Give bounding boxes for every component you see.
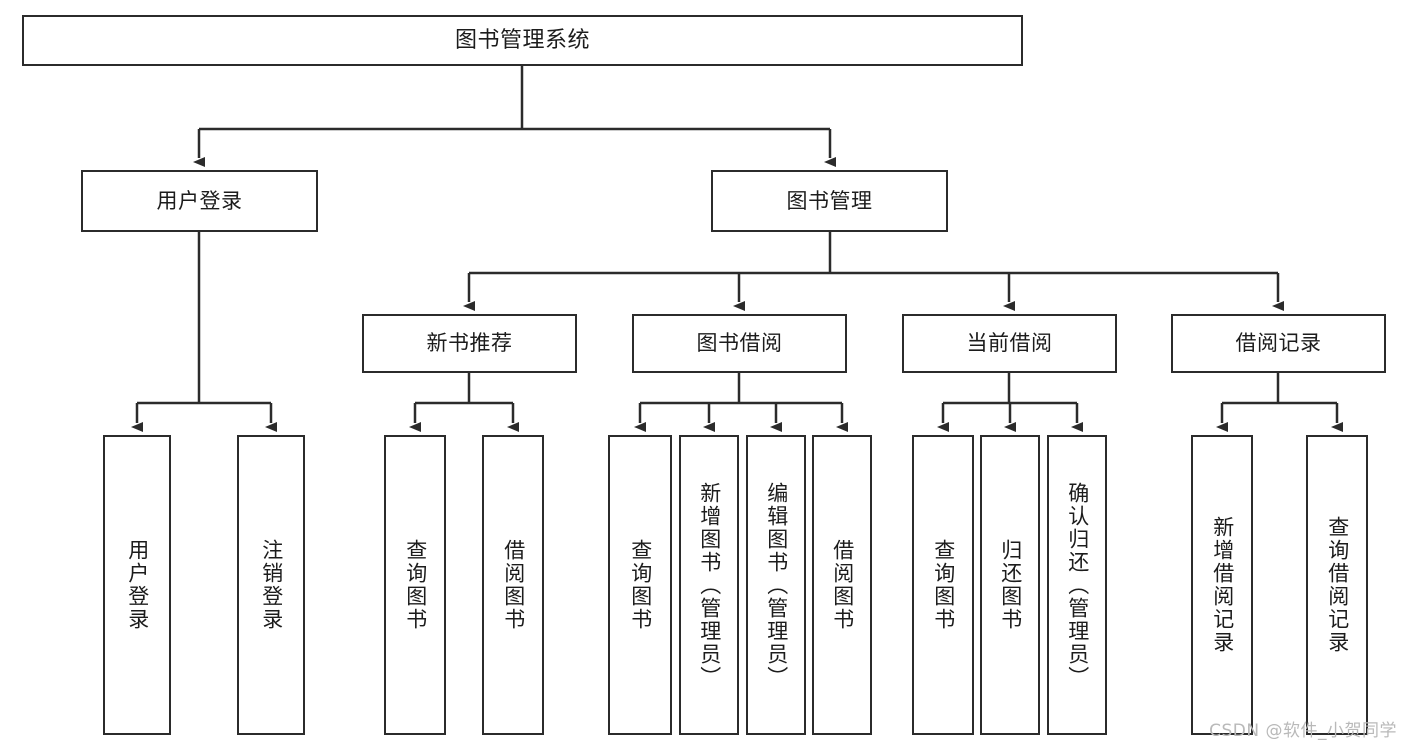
leaf-book-borrow-3[interactable]: 编辑图书（管理员） — [746, 435, 806, 735]
leaf-book-borrow-4-label: 借阅图书 — [830, 539, 855, 631]
node-new-book-recommend-label: 新书推荐 — [426, 331, 513, 356]
leaf-book-borrow-4[interactable]: 借阅图书 — [812, 435, 872, 735]
leaf-user-login-1-label: 用户登录 — [125, 539, 150, 631]
node-root-label: 图书管理系统 — [454, 27, 590, 53]
watermark: CSDN @软件_小贺同学 — [1209, 721, 1397, 741]
node-user-login-label: 用户登录 — [156, 188, 243, 213]
leaf-new-book-1-label: 查询图书 — [403, 539, 428, 631]
leaf-book-borrow-1-label: 查询图书 — [628, 539, 653, 631]
leaf-new-book-2-label: 借阅图书 — [501, 539, 526, 631]
leaf-current-borrow-3[interactable]: 确认归还（管理员） — [1047, 435, 1107, 735]
node-book-borrow-label: 图书借阅 — [696, 331, 783, 356]
leaf-new-book-2[interactable]: 借阅图书 — [482, 435, 544, 735]
node-book-borrow[interactable]: 图书借阅 — [632, 314, 847, 373]
node-book-manage[interactable]: 图书管理 — [711, 170, 948, 232]
leaf-borrow-records-2-label: 查询借阅记录 — [1325, 516, 1350, 654]
node-borrow-records-label: 借阅记录 — [1235, 331, 1322, 356]
leaf-book-borrow-2[interactable]: 新增图书（管理员） — [679, 435, 739, 735]
leaf-new-book-1[interactable]: 查询图书 — [384, 435, 446, 735]
node-new-book-recommend[interactable]: 新书推荐 — [362, 314, 577, 373]
leaf-book-borrow-1[interactable]: 查询图书 — [608, 435, 672, 735]
leaf-current-borrow-3-label: 确认归还（管理员） — [1065, 481, 1090, 689]
node-current-borrow-label: 当前借阅 — [966, 331, 1053, 356]
leaf-current-borrow-1-label: 查询图书 — [931, 539, 956, 631]
leaf-borrow-records-1[interactable]: 新增借阅记录 — [1191, 435, 1253, 735]
leaf-user-login-2[interactable]: 注销登录 — [237, 435, 305, 735]
node-book-manage-label: 图书管理 — [786, 188, 873, 213]
leaf-user-login-2-label: 注销登录 — [259, 539, 284, 631]
node-root[interactable]: 图书管理系统 — [22, 15, 1023, 66]
node-current-borrow[interactable]: 当前借阅 — [902, 314, 1117, 373]
node-user-login[interactable]: 用户登录 — [81, 170, 318, 232]
leaf-borrow-records-1-label: 新增借阅记录 — [1210, 516, 1235, 654]
leaf-user-login-1[interactable]: 用户登录 — [103, 435, 171, 735]
leaf-current-borrow-2[interactable]: 归还图书 — [980, 435, 1040, 735]
node-borrow-records[interactable]: 借阅记录 — [1171, 314, 1386, 373]
leaf-borrow-records-2[interactable]: 查询借阅记录 — [1306, 435, 1368, 735]
leaf-current-borrow-1[interactable]: 查询图书 — [912, 435, 974, 735]
leaf-book-borrow-3-label: 编辑图书（管理员） — [764, 481, 789, 689]
leaf-current-borrow-2-label: 归还图书 — [998, 539, 1023, 631]
leaf-book-borrow-2-label: 新增图书（管理员） — [697, 481, 722, 689]
